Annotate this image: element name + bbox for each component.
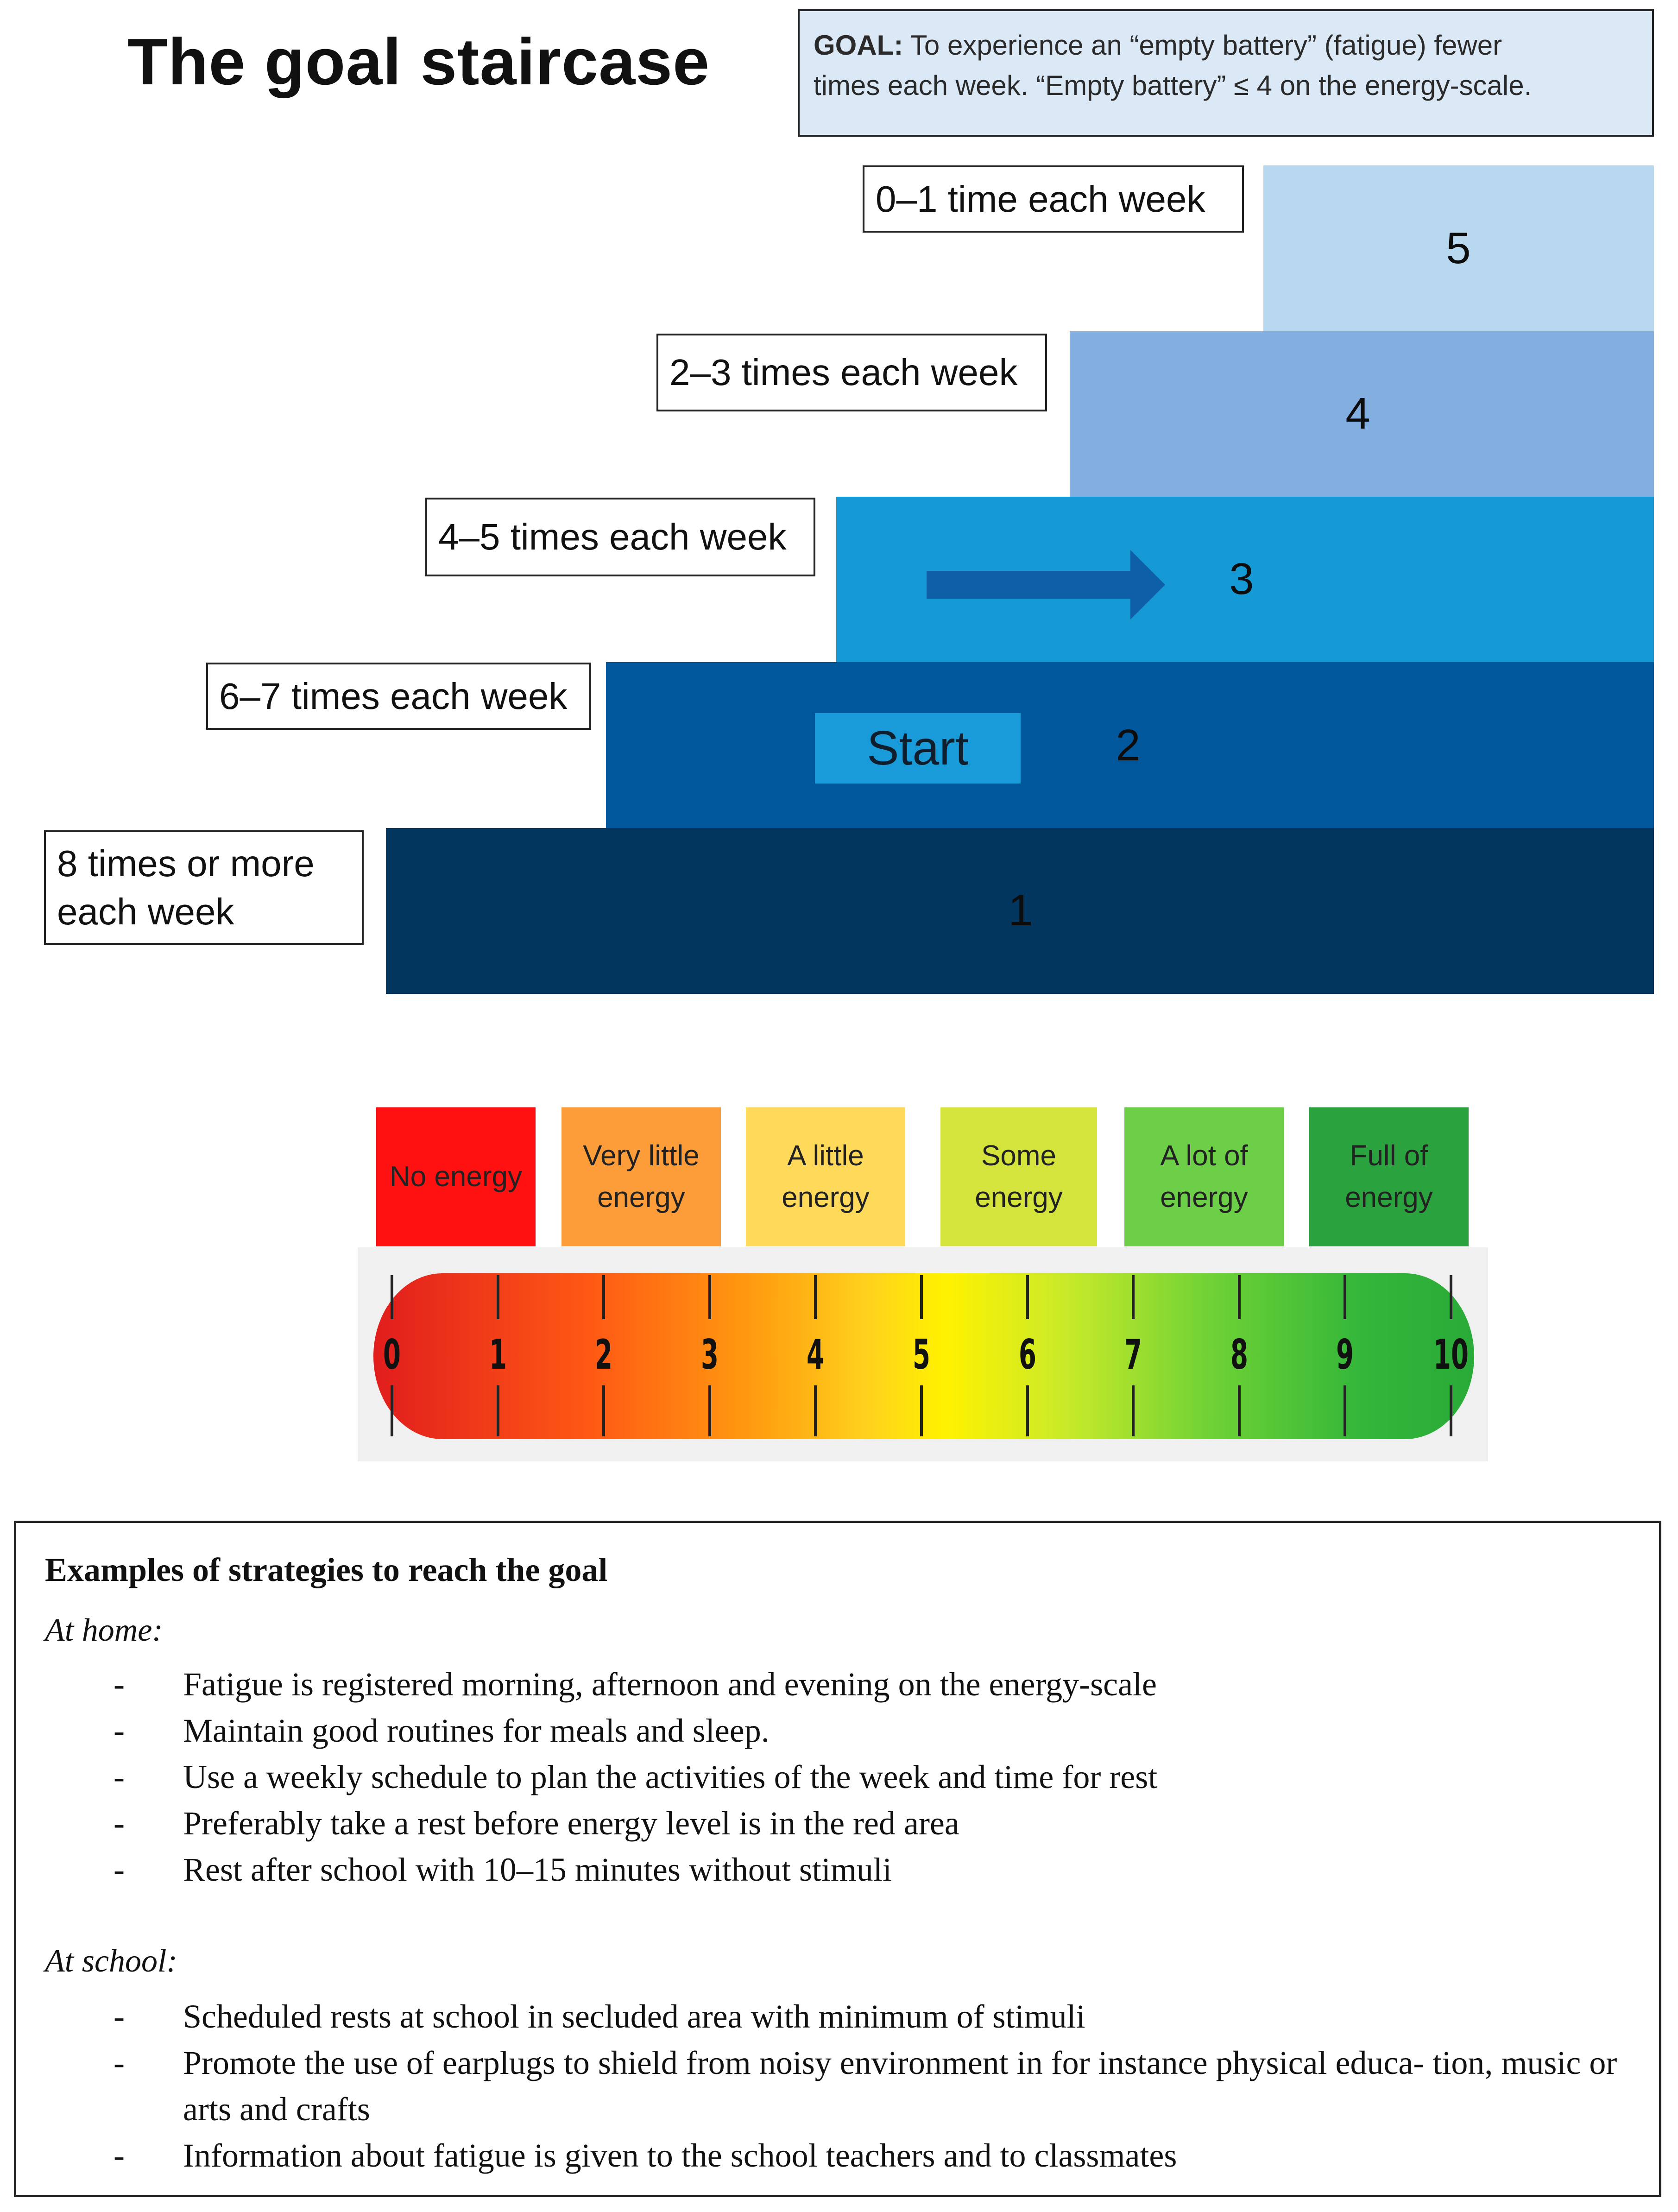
- step-4: 4: [1070, 331, 1654, 497]
- step-3: 3: [836, 497, 1654, 662]
- step-5-label: 0–1 time each week: [863, 165, 1244, 233]
- ruler-tick-label: 2: [595, 1331, 613, 1378]
- step-4-label: 2–3 times each week: [656, 334, 1047, 411]
- ruler-tick-label: 8: [1230, 1331, 1248, 1378]
- ruler-tick: [1026, 1275, 1029, 1319]
- bullet-dash: -: [114, 1998, 125, 2035]
- ruler-tick: [814, 1275, 817, 1319]
- ruler-tick: [814, 1385, 817, 1436]
- ruler-tick-label: 4: [807, 1331, 825, 1378]
- ruler-tick: [1132, 1385, 1135, 1436]
- energy-level-full: Full of energy: [1309, 1107, 1469, 1246]
- ruler-tick: [1344, 1385, 1347, 1436]
- ruler-tick-label: 10: [1433, 1331, 1469, 1378]
- ruler-tick: [1450, 1275, 1452, 1319]
- step-1-number: 1: [1008, 885, 1033, 935]
- ruler-tick: [920, 1275, 923, 1319]
- ruler-tick-label: 1: [489, 1331, 507, 1378]
- step-3-number: 3: [1229, 554, 1254, 604]
- ruler-tick: [496, 1385, 499, 1436]
- goal-line-2: times each week. “Empty battery” ≤ 4 on …: [814, 70, 1532, 101]
- strategies-heading: Examples of strategies to reach the goal: [45, 1551, 608, 1588]
- energy-level-none: No energy: [376, 1107, 536, 1246]
- goal-prefix: GOAL:: [814, 30, 903, 61]
- goal-box: GOAL: To experience an “empty battery” (…: [798, 9, 1654, 137]
- bullet-dash: -: [114, 1805, 125, 1842]
- ruler-tick-label: 9: [1336, 1331, 1354, 1378]
- energy-level-little: A little energy: [746, 1107, 905, 1246]
- ruler-tick-label: 3: [700, 1331, 719, 1378]
- at-home-title: At home:: [45, 1612, 163, 1648]
- ruler-tick: [602, 1385, 606, 1436]
- ruler-tick: [1344, 1275, 1347, 1319]
- step-5-number: 5: [1446, 223, 1471, 273]
- bullet-dash: -: [114, 2137, 125, 2174]
- step-1: 1: [386, 828, 1654, 994]
- list-item-text: Preferably take a rest before energy lev…: [183, 1805, 959, 1842]
- bullet-dash: -: [114, 1666, 125, 1703]
- goal-line-1: To experience an “empty battery” (fatigu…: [903, 30, 1502, 61]
- list-item-text: Promote the use of earplugs to shield fr…: [183, 2044, 1617, 2128]
- page-title: The goal staircase: [127, 25, 710, 99]
- ruler-tick-label: 6: [1018, 1331, 1036, 1378]
- bullet-dash: -: [114, 1851, 125, 1888]
- ruler-tick: [1237, 1385, 1241, 1436]
- bullet-dash: -: [114, 1758, 125, 1795]
- arrow-right-icon: [927, 550, 1165, 619]
- step-5: 5: [1263, 165, 1654, 331]
- step-2: Start 2: [606, 662, 1654, 828]
- ruler-tick: [391, 1275, 393, 1319]
- ruler-tick-label: 0: [383, 1331, 401, 1378]
- energy-ruler: [373, 1273, 1474, 1439]
- list-item-text: Fatigue is registered morning, afternoon…: [183, 1666, 1157, 1703]
- ruler-tick: [708, 1275, 711, 1319]
- ruler-tick: [920, 1385, 923, 1436]
- bullet-dash: -: [114, 1712, 125, 1749]
- step-2-label: 6–7 times each week: [206, 663, 591, 730]
- ruler-tick: [1237, 1275, 1241, 1319]
- ruler-tick: [708, 1385, 711, 1436]
- list-item-text: Maintain good routines for meals and sle…: [183, 1712, 770, 1749]
- step-3-label: 4–5 times each week: [425, 498, 815, 576]
- ruler-tick: [1026, 1385, 1029, 1436]
- ruler-tick: [1450, 1385, 1452, 1436]
- list-item-text: Use a weekly schedule to plan the activi…: [183, 1758, 1158, 1795]
- bullet-dash: -: [114, 2044, 125, 2081]
- list-item-text: Rest after school with 10–15 minutes wit…: [183, 1851, 892, 1888]
- step-2-number: 2: [1116, 720, 1141, 770]
- step-1-label: 8 times or more each week: [44, 830, 364, 945]
- strategies-box: Examples of strategies to reach the goal…: [14, 1521, 1661, 2197]
- ruler-tick: [1132, 1275, 1135, 1319]
- energy-level-a-lot: A lot of energy: [1124, 1107, 1284, 1246]
- energy-level-very-little: Very little energy: [561, 1107, 721, 1246]
- ruler-tick-label: 5: [913, 1331, 930, 1378]
- ruler-tick: [602, 1275, 606, 1319]
- step-4-number: 4: [1345, 389, 1370, 438]
- ruler-tick: [496, 1275, 499, 1319]
- at-school-title: At school:: [45, 1943, 177, 1979]
- start-marker: Start: [815, 713, 1021, 784]
- list-item-text: Scheduled rests at school in secluded ar…: [183, 1998, 1085, 2035]
- energy-level-some: Some energy: [940, 1107, 1097, 1246]
- ruler-tick: [391, 1385, 393, 1436]
- list-item-text: Information about fatigue is given to th…: [183, 2137, 1177, 2174]
- ruler-tick-label: 7: [1124, 1331, 1142, 1378]
